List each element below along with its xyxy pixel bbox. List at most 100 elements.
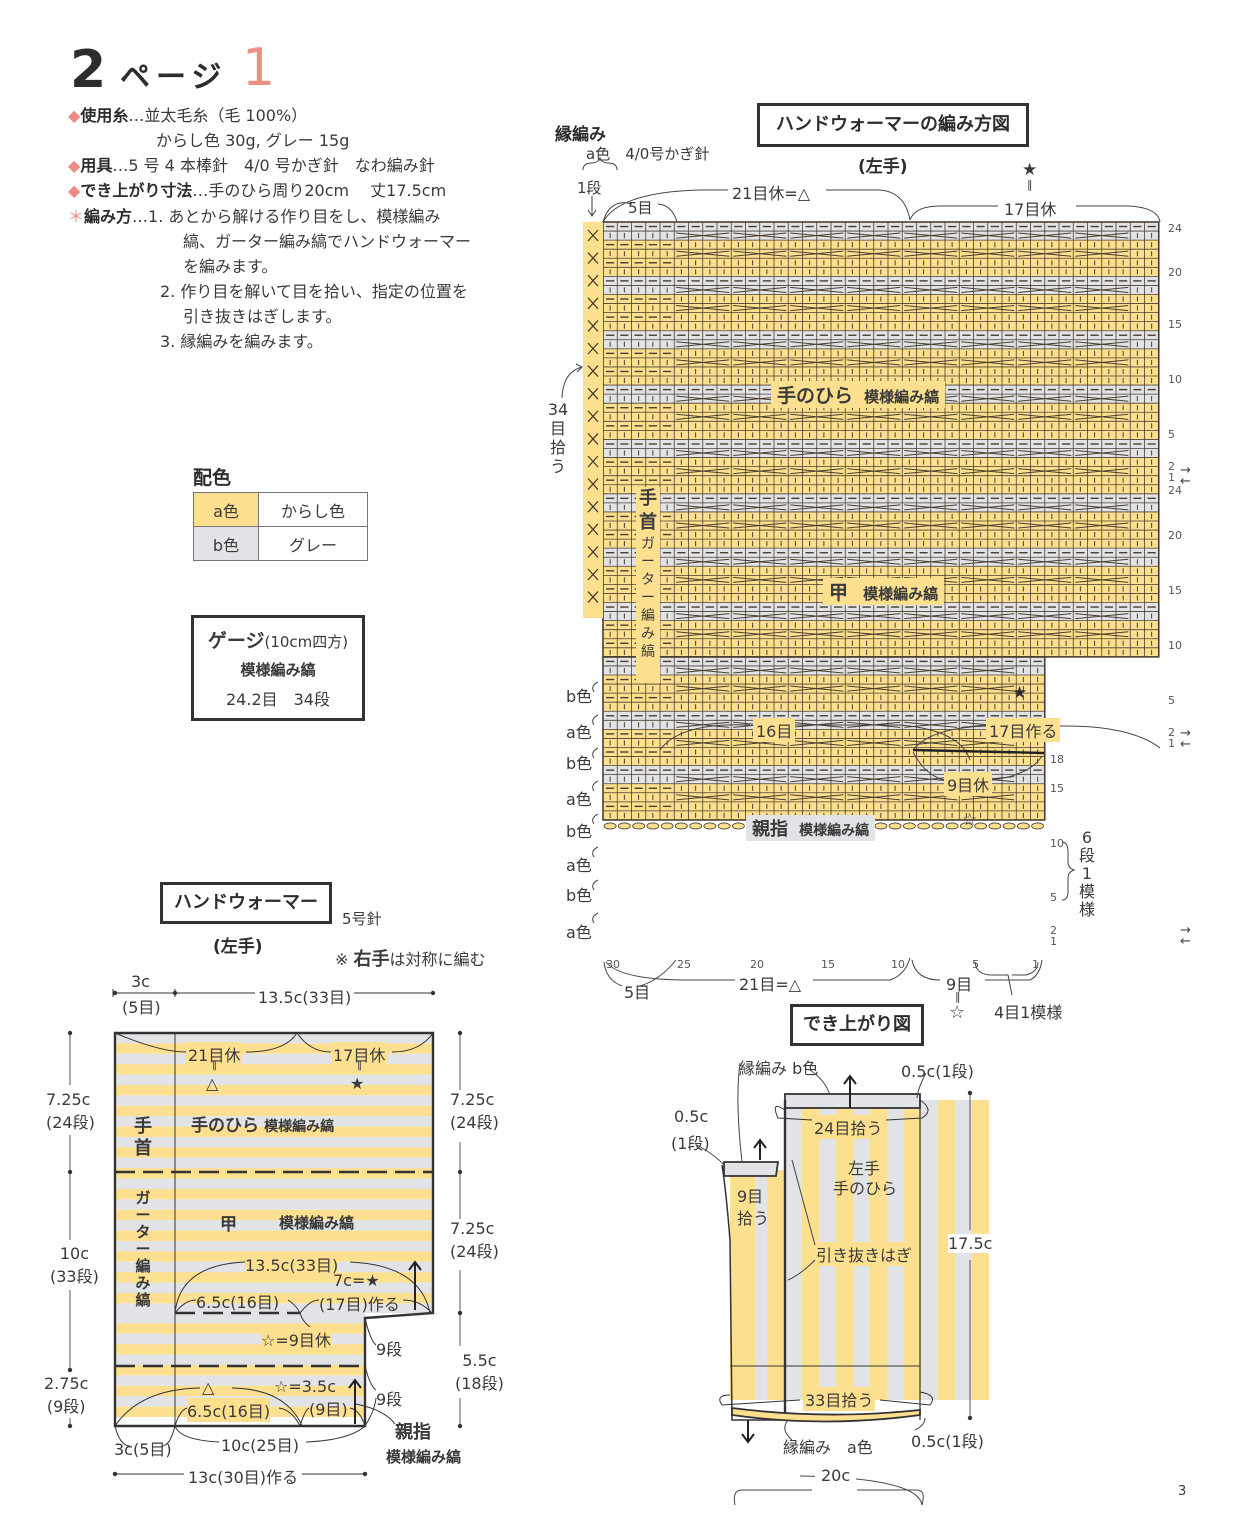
single-crochet-symbol (587, 410, 599, 423)
top-left-count: 5目 (628, 199, 653, 217)
leader-line (737, 1062, 831, 1163)
edge-b-label: 縁編み b色 (739, 1059, 819, 1078)
down-arrow (741, 1420, 755, 1444)
color-key: a色 (193, 492, 259, 527)
color-brace (592, 813, 599, 825)
spec-yarn-label: 使用糸 (80, 106, 129, 125)
row-number: 10 (1050, 837, 1064, 850)
arrow-right-icon: → (1180, 923, 1191, 938)
palm-label: 手のひら (191, 1116, 259, 1136)
width-17-make: (17目)作る (319, 1295, 400, 1314)
brace-line (912, 725, 1161, 751)
chart-row-bg (603, 502, 1159, 512)
stripe-yellow (115, 1344, 365, 1355)
vertical-char: ガ (135, 1189, 151, 1207)
thumb-edge (723, 1161, 780, 1177)
row-number: 24 (1168, 222, 1182, 235)
color-key: b色 (193, 526, 259, 561)
vertical-char: ー (135, 1240, 151, 1258)
mask (365, 1313, 445, 1428)
method-step: …1. あとから解ける作り目をし、模様編み (132, 207, 441, 226)
open-star-icon: ☆ (962, 810, 978, 830)
vertical-char: 首 (639, 512, 657, 533)
vertical-char: 縞 (641, 644, 655, 660)
arrow-down (587, 196, 597, 217)
stripe-gray (115, 1074, 433, 1085)
chain-stitch (974, 822, 988, 830)
row-number: 5 (1168, 694, 1175, 707)
dim-rows: (24段) (450, 1113, 499, 1132)
star-icon: ★ (1012, 683, 1028, 703)
chain-stitch (603, 822, 617, 830)
gauge-pattern: 模様編み縞 (240, 661, 316, 679)
color-row-b: b色 グレー (193, 526, 368, 561)
stripe-yellow (115, 1293, 433, 1304)
palm-block: 手のひら 模様編み縞 (191, 1111, 334, 1136)
thumb-label: 親指 (395, 1422, 431, 1443)
dimension-dot (457, 1423, 463, 1429)
stripe-gray (115, 1354, 365, 1365)
row-number: 5 (1050, 891, 1057, 904)
single-crochet-symbol (587, 229, 599, 242)
bottom-edge (731, 1406, 921, 1423)
left-hand-label: 左手 (848, 1159, 881, 1178)
edge-a-label: 縁編み a色 (783, 1438, 873, 1457)
row-number: 1 (1168, 471, 1175, 484)
thumb-label-box: 親指 模様編み縞 (746, 815, 876, 841)
width-6-5c-b: 6.5c(16目) (187, 1398, 271, 1422)
chain-stitch (674, 822, 688, 830)
chain-stitch (717, 822, 731, 830)
page-number: 3 (1178, 1484, 1187, 1499)
arrow-left-icon: ← (1180, 737, 1191, 752)
row-number: 5 (1168, 428, 1175, 441)
chain-stitch (660, 822, 674, 830)
single-crochet-symbol (587, 274, 599, 287)
chart-row-bg (603, 231, 1159, 241)
stripe-gray (785, 1100, 802, 1400)
color-brace (592, 780, 599, 792)
chart-row-bg (603, 285, 1159, 295)
vertical-char: 首 (134, 1138, 152, 1159)
gauge-value: 24.2目 34段 (226, 690, 330, 709)
dim-rows: (24段) (46, 1113, 95, 1132)
chain-stitch (731, 822, 745, 830)
row-number: 2 (1168, 460, 1175, 473)
dim-rows: (18段) (455, 1374, 504, 1393)
chart-row-bg (603, 557, 1159, 567)
dimension-dot (967, 1415, 973, 1421)
bottom-13c: 13c(30目)作る (184, 1464, 303, 1488)
spec-size-value: …手のひら周り20cm 丈17.5cm (192, 181, 447, 200)
stripe-gray (115, 1313, 365, 1324)
height-left-2: 10c(33段) (50, 1244, 99, 1287)
single-crochet-symbol (587, 500, 599, 513)
row-number: 10 (1168, 639, 1182, 652)
triangle-icon: △ (206, 1074, 219, 1093)
dimension-dot (112, 990, 118, 996)
top-rest-21: 21目休=△ (728, 180, 815, 204)
rest-17: 17目休 (331, 1042, 388, 1066)
single-crochet-symbol (587, 252, 599, 265)
side-color-label: b色 (566, 687, 593, 706)
dimension-dot (112, 1471, 118, 1477)
equals-mark: ‖ (357, 1060, 362, 1071)
bottom-10c: 10c(25目) (219, 1432, 302, 1456)
bottom-21: 21目=△ (735, 971, 806, 995)
side-color-label: a色 (566, 790, 592, 809)
vertical-char: ー (641, 554, 655, 570)
chain-stitch (703, 822, 717, 830)
leader-line (696, 1144, 725, 1166)
single-crochet-symbol (587, 387, 599, 400)
chart-row-bg (603, 520, 1159, 531)
dimension-dot (967, 1090, 973, 1096)
color-brace (592, 747, 599, 759)
stripe-gray (115, 1157, 433, 1169)
schematic-note: ※ 右手は対称に編む (335, 945, 486, 971)
gauge-box: ゲージ(10cm四方) 模様編み縞 24.2目 34段 (191, 615, 365, 721)
spec-method: ＊編み方…1. あとから解ける作り目をし、模様編み (68, 204, 440, 229)
section-page-word: ページ (120, 60, 228, 95)
single-crochet-symbol (587, 591, 599, 604)
side-color-label: a色 (566, 723, 592, 742)
edge-title: 縁編み (555, 125, 606, 145)
note-rest: は対称に編む (389, 950, 486, 969)
